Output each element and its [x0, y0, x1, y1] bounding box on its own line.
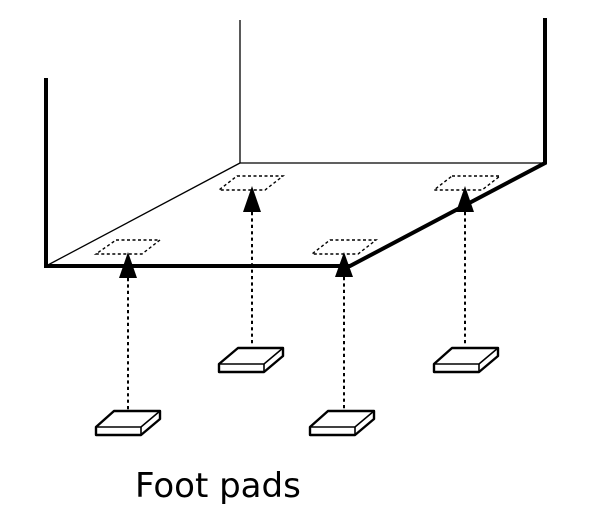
pad-slots — [93, 175, 503, 255]
arrowhead — [119, 252, 137, 278]
foot-pad-back-left — [217, 346, 285, 374]
arrow-front-left — [119, 252, 137, 412]
caption-label: Foot pads — [135, 466, 301, 506]
pad-slot-back-right — [431, 175, 503, 191]
pad-body — [432, 346, 500, 374]
pad-slot-front-left — [93, 239, 163, 255]
foot-pad-front-right — [308, 409, 376, 437]
arrow-front-right — [335, 252, 353, 410]
arrowhead — [335, 252, 353, 277]
foot-pad-back-right — [432, 346, 500, 374]
arrowhead — [243, 186, 261, 212]
foot-pad-front-left — [94, 409, 162, 437]
pad-body — [217, 346, 285, 374]
cabinet-outline — [44, 18, 547, 268]
pad-body — [308, 409, 376, 437]
arrowhead — [456, 186, 474, 212]
arrow-back-left — [243, 186, 261, 345]
pad-body — [94, 409, 162, 437]
arrow-back-right — [456, 186, 474, 345]
pad-slot-back-left — [216, 175, 286, 191]
pad-slot-front-right — [309, 239, 379, 255]
left-floor-edge — [45, 162, 241, 267]
